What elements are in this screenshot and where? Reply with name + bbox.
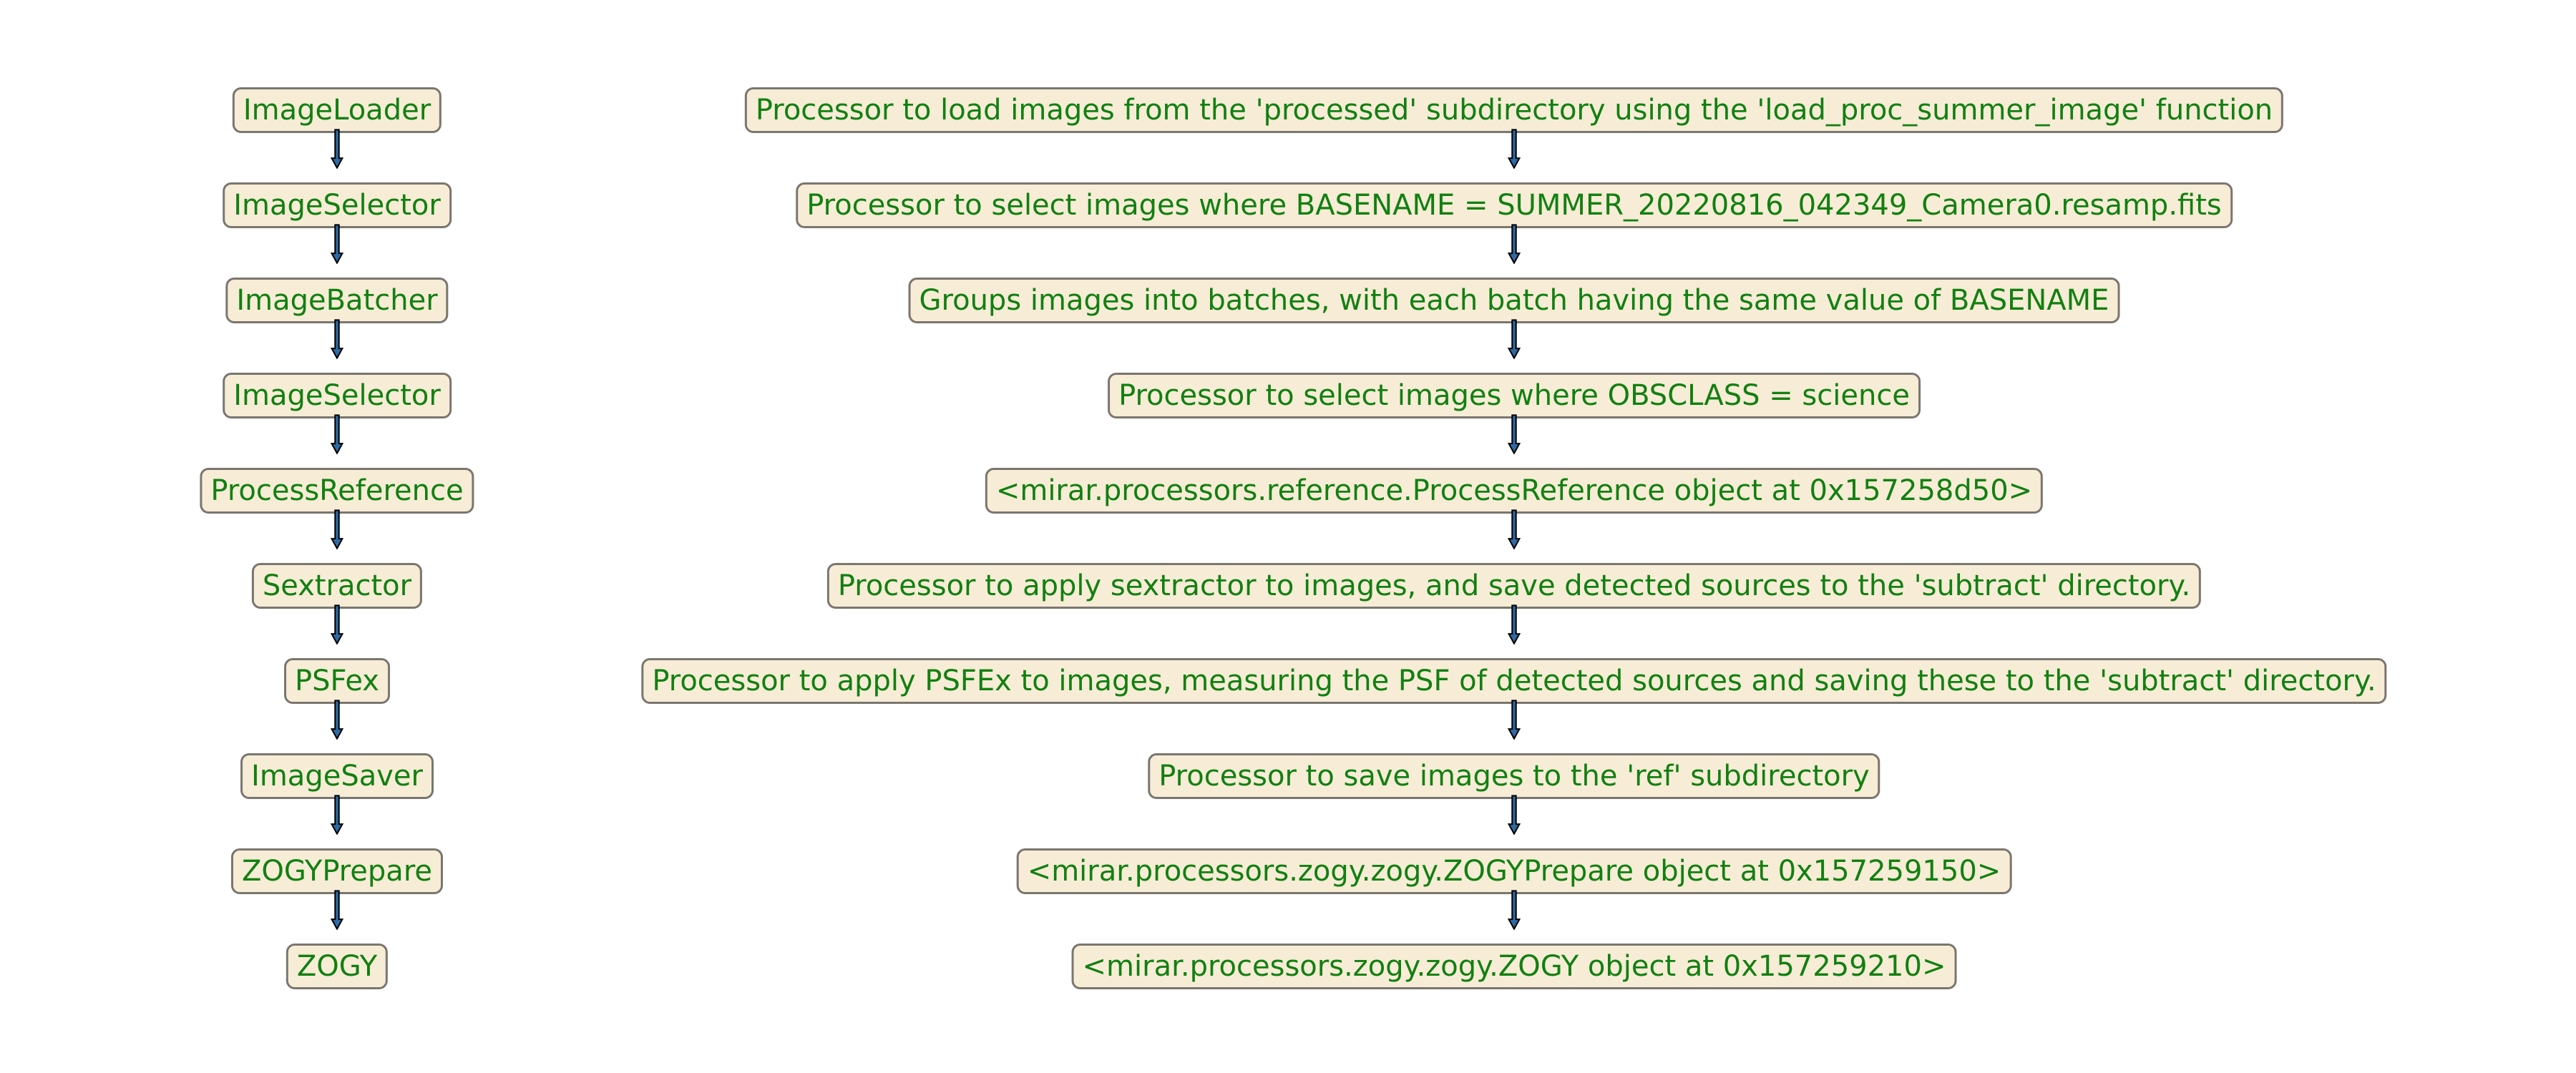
processor-description-node-6: Processor to apply sextractor to images,… (826, 563, 2202, 609)
processor-name-arrow-shape-2 (330, 224, 344, 264)
processor-name-node-4: ImageSelector (223, 373, 452, 418)
processor-name-node-6: Sextractor (251, 563, 423, 609)
processor-name-flow-arrow-4 (330, 414, 344, 454)
processor-description-flow-arrow-9 (1507, 890, 1521, 930)
processor-description-node-10: <mirar.processors.zogy.zogy.ZOGY object … (1071, 944, 1957, 989)
processor-description-node-1: Processor to load images from the 'proce… (744, 87, 2284, 133)
processor-name-node-3: ImageBatcher (225, 278, 449, 323)
processor-name-flow-arrow-9 (330, 890, 344, 930)
processor-name-arrow-shape-7 (330, 700, 344, 740)
processor-name-node-5: ProcessReference (200, 468, 474, 514)
processor-description-arrow-shape-7 (1507, 700, 1521, 740)
processor-description-arrow-shape-6 (1507, 604, 1521, 645)
processor-description-flow-arrow-8 (1507, 795, 1521, 835)
processor-description-node-7: Processor to apply PSFEx to images, meas… (641, 658, 2387, 704)
processor-name-arrow-shape-9 (330, 890, 344, 930)
processor-name-arrow-shape-5 (330, 509, 344, 549)
processor-description-flow-arrow-7 (1507, 700, 1521, 740)
processor-name-flow-arrow-7 (330, 700, 344, 740)
processor-name-node-9: ZOGYPrepare (231, 848, 443, 894)
processor-description-node-8: Processor to save images to the 'ref' su… (1148, 753, 1880, 799)
processor-name-flow-arrow-5 (330, 509, 344, 549)
processor-description-flow-arrow-3 (1507, 319, 1521, 359)
processor-name-node-7: PSFex (284, 658, 390, 704)
processor-description-flow-arrow-2 (1507, 224, 1521, 264)
processor-description-arrow-shape-4 (1507, 414, 1521, 454)
processor-name-arrow-shape-1 (330, 129, 344, 169)
processor-name-arrow-shape-8 (330, 795, 344, 835)
processor-description-flow-arrow-6 (1507, 604, 1521, 645)
processor-description-node-9: <mirar.processors.zogy.zogy.ZOGYPrepare … (1016, 848, 2012, 894)
processor-description-arrow-shape-5 (1507, 509, 1521, 549)
processor-name-arrow-shape-3 (330, 319, 344, 359)
processor-name-node-10: ZOGY (286, 944, 389, 989)
processor-description-node-4: Processor to select images where OBSCLAS… (1108, 373, 1921, 418)
processor-description-node-2: Processor to select images where BASENAM… (796, 182, 2233, 228)
processor-description-node-5: <mirar.processors.reference.ProcessRefer… (985, 468, 2044, 514)
processor-description-arrow-shape-2 (1507, 224, 1521, 264)
processor-description-flow-arrow-1 (1507, 129, 1521, 169)
processor-description-node-3: Groups images into batches, with each ba… (908, 278, 2120, 323)
processor-name-flow-arrow-6 (330, 604, 344, 645)
processor-name-arrow-shape-6 (330, 604, 344, 645)
processor-name-flow-arrow-1 (330, 129, 344, 169)
processor-description-arrow-shape-3 (1507, 319, 1521, 359)
processor-description-flow-arrow-4 (1507, 414, 1521, 454)
processor-name-node-8: ImageSaver (240, 753, 434, 799)
processor-name-flow-arrow-2 (330, 224, 344, 264)
processor-description-arrow-shape-1 (1507, 129, 1521, 169)
processor-name-node-2: ImageSelector (223, 182, 452, 228)
processor-name-node-1: ImageLoader (232, 87, 442, 133)
processor-name-flow-arrow-3 (330, 319, 344, 359)
processor-description-arrow-shape-9 (1507, 890, 1521, 930)
processor-description-flow-arrow-5 (1507, 509, 1521, 549)
processor-name-flow-arrow-8 (330, 795, 344, 835)
processor-description-arrow-shape-8 (1507, 795, 1521, 835)
processor-name-arrow-shape-4 (330, 414, 344, 454)
